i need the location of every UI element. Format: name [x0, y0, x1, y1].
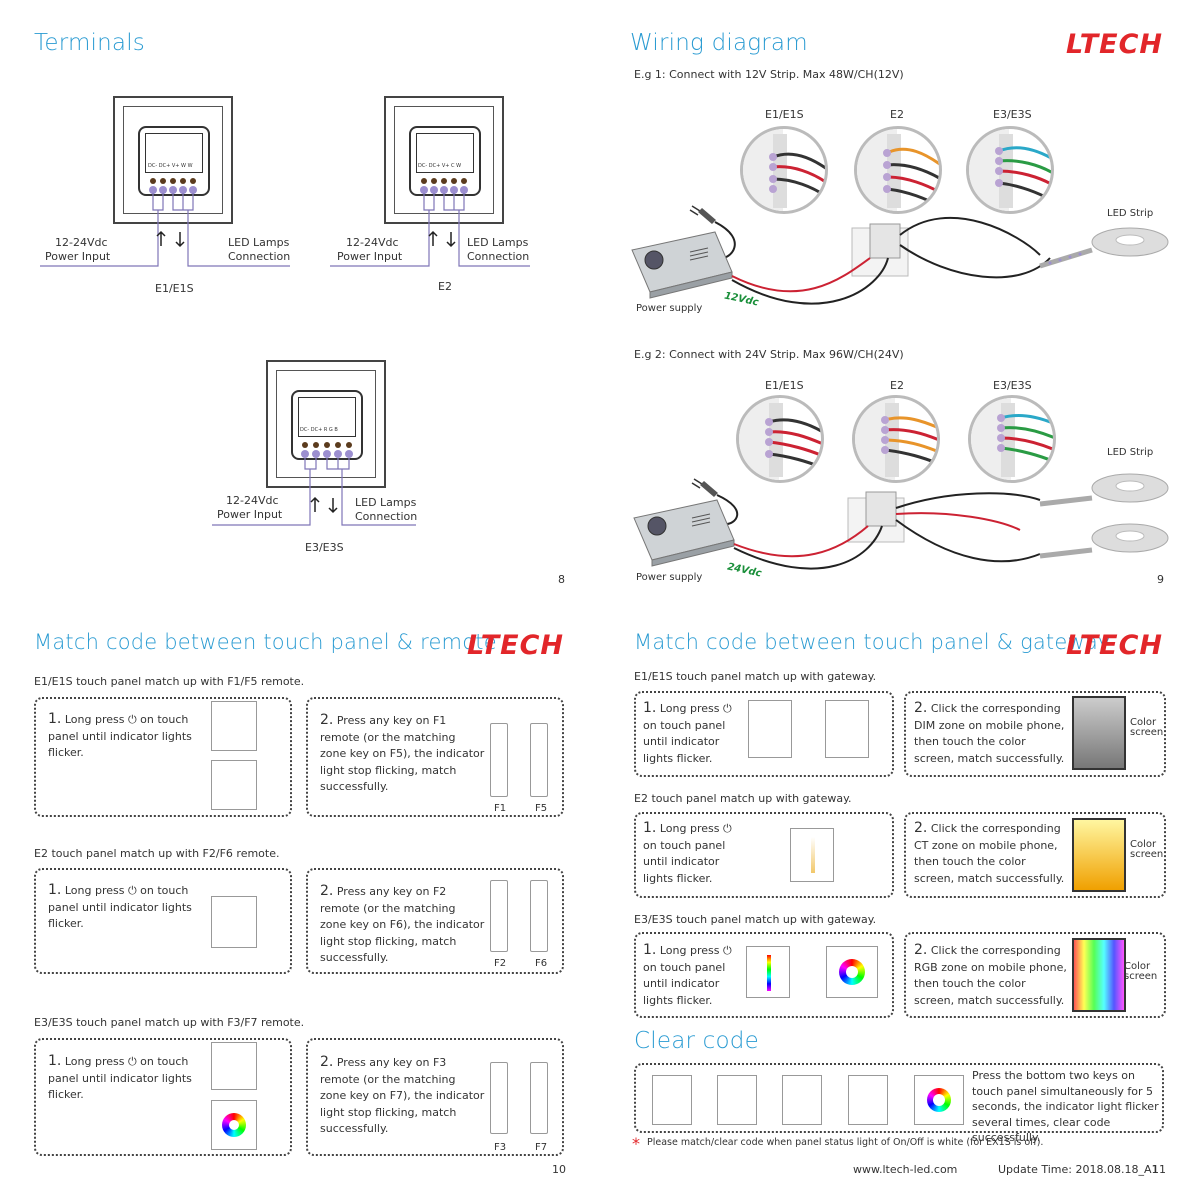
page11-title: Match code between touch panel & gateway — [634, 630, 1111, 654]
module-closeup-e3 — [966, 126, 1054, 214]
module-closeup-e3 — [968, 395, 1056, 483]
page-number: 9 — [1157, 573, 1164, 586]
remote-f7 — [530, 1062, 548, 1134]
touch-panel — [848, 1075, 888, 1125]
ltech-logo: LTECH — [1066, 630, 1164, 661]
touch-panel — [211, 701, 257, 751]
module-closeup-e2 — [854, 126, 942, 214]
page-number: 8 — [558, 573, 565, 586]
remote-f6 — [530, 880, 548, 952]
wiring-scene-1 — [631, 205, 1169, 305]
touch-panel — [748, 700, 792, 758]
ltech-logo: LTECH — [1066, 29, 1164, 60]
clear-code-title: Clear code — [634, 1028, 759, 1054]
touch-panel — [782, 1075, 822, 1125]
remote-f1 — [490, 723, 508, 797]
touch-panel — [211, 1042, 257, 1090]
phone-screen — [1072, 696, 1126, 770]
diagram-caption: E1/E1S — [155, 282, 194, 295]
page-number: 11 — [1152, 1163, 1166, 1176]
footnote: Please match/clear code when panel statu… — [647, 1137, 1044, 1148]
module-closeup-e1 — [740, 126, 828, 214]
wiring-scene-2 — [633, 473, 1169, 570]
phone-screen — [1072, 818, 1126, 892]
touch-panel — [717, 1075, 757, 1125]
page8-title: Terminals — [34, 30, 145, 56]
touch-panel — [914, 1075, 964, 1125]
touch-panel — [211, 760, 257, 810]
touch-panel — [826, 946, 878, 998]
remote-f2 — [490, 880, 508, 952]
update-time: Update Time: 2018.08.18_A1 — [998, 1163, 1159, 1176]
touch-panel — [825, 700, 869, 758]
remote-f5 — [530, 723, 548, 797]
touch-panel — [790, 828, 834, 882]
website-link[interactable]: www.ltech-led.com — [853, 1163, 958, 1176]
phone-screen — [1072, 938, 1126, 1012]
touch-panel — [652, 1075, 692, 1125]
page10-title: Match code between touch panel & remote — [34, 630, 497, 654]
terminal-labels: DC- DC+ V+ W W — [148, 163, 193, 169]
touch-panel — [211, 1100, 257, 1150]
ltech-logo: LTECH — [467, 630, 565, 661]
touch-panel — [211, 896, 257, 948]
touch-panel — [746, 946, 790, 998]
page9-title: Wiring diagram — [630, 30, 808, 56]
page-number: 10 — [552, 1163, 566, 1176]
remote-f3 — [490, 1062, 508, 1134]
asterisk-icon: * — [632, 1134, 640, 1153]
